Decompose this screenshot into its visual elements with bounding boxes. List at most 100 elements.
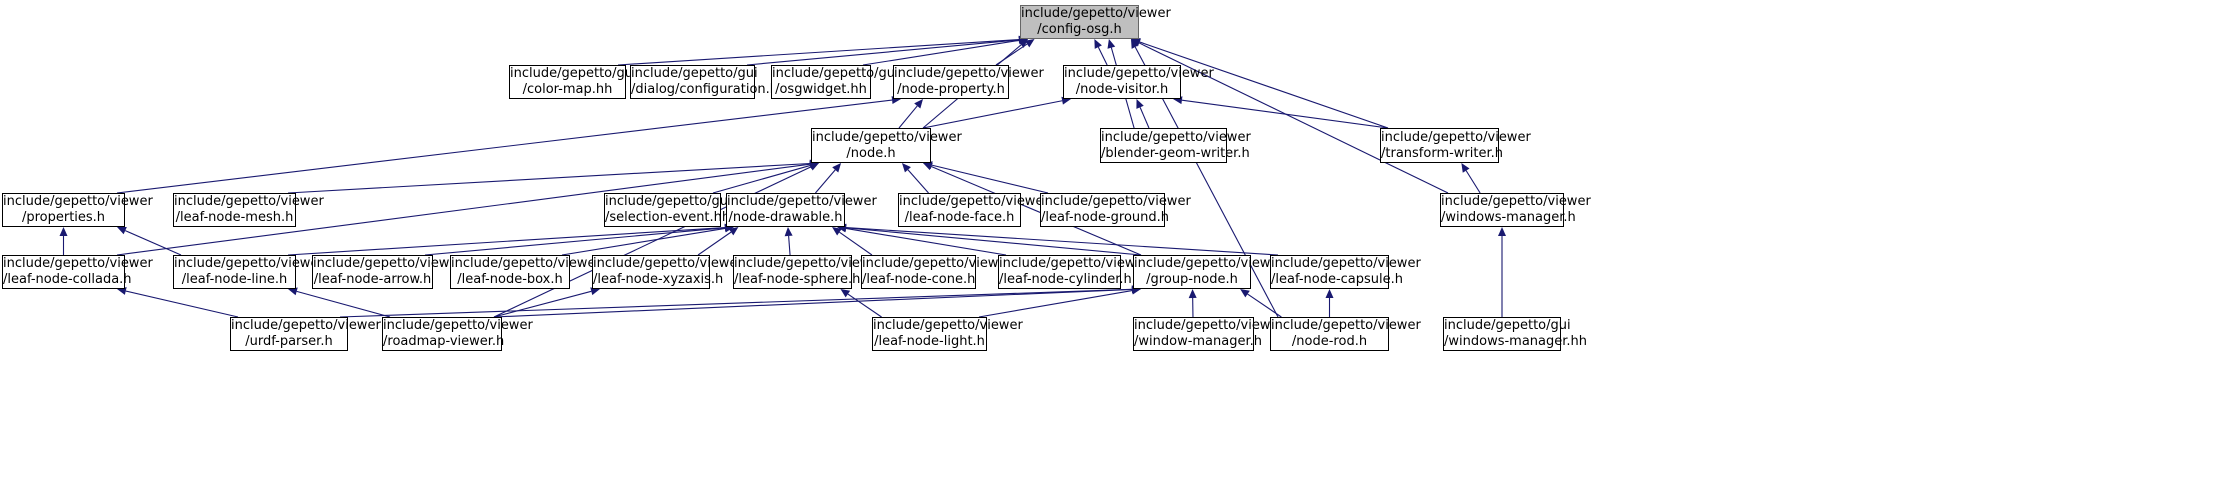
node-winmanager[interactable]: include/gepetto/viewer/windows-manager.h [1440, 193, 1591, 227]
node-label-line: include/gepetto/viewer [1271, 256, 1421, 271]
node-label-line: include/gepetto/viewer [1134, 256, 1284, 271]
edge-noderod-to-lncapsule [1325, 289, 1334, 317]
edge-lnground-to-node [923, 161, 1049, 194]
node-label-line: include/gepetto/gui [605, 194, 732, 209]
node-label-line: include/gepetto/viewer [899, 194, 1049, 209]
edge-lnxyz-to-drawable [697, 227, 739, 256]
node-label-line: include/gepetto/viewer [873, 318, 1023, 333]
node-noderod[interactable]: include/gepetto/viewer/node-rod.h [1270, 317, 1421, 351]
node-lncapsule[interactable]: include/gepetto/viewer/leaf-node-capsule… [1270, 255, 1421, 289]
node-label-line: include/gepetto/viewer [593, 256, 743, 271]
node-config: include/gepetto/viewer/config-osg.h [1020, 5, 1171, 39]
node-groupnode[interactable]: include/gepetto/viewer/group-node.h [1133, 255, 1284, 289]
node-label-line: include/gepetto/viewer [1041, 194, 1191, 209]
node-label-line: include/gepetto/viewer [383, 318, 533, 333]
node-label-line: /node-rod.h [1291, 334, 1368, 349]
node-label-line: include/gepetto/viewer [999, 256, 1149, 271]
node-label-line: include/gepetto/viewer [812, 129, 962, 145]
node-label-line: /leaf-node-light.h [874, 334, 985, 349]
node-guiwinmgr[interactable]: include/gepetto/gui/windows-manager.hh [1443, 317, 1587, 351]
node-roadmap[interactable]: include/gepetto/viewer/roadmap-viewer.h [382, 317, 533, 351]
edge-winmanager-to-config [1131, 39, 1449, 194]
node-label-line: /node.h [846, 145, 896, 161]
node-label-line: /urdf-parser.h [245, 334, 333, 349]
node-properties[interactable]: include/gepetto/viewer/properties.h [2, 193, 153, 227]
node-blender[interactable]: include/gepetto/viewer/blender-geom-writ… [1100, 128, 1251, 163]
node-node[interactable]: include/gepetto/viewer/node.h [811, 128, 962, 163]
node-label-line: include/gepetto/viewer [727, 194, 877, 209]
edge-urdf-to-lncollada [117, 287, 239, 318]
edge-lncapsule-to-drawable [837, 223, 1279, 256]
node-label-line: include/gepetto/viewer [313, 256, 463, 271]
edge-roadmap-to-lnxyz [493, 287, 600, 318]
node-label-line: include/gepetto/gui [510, 66, 637, 81]
edge-nodevisitor-to-config [1094, 39, 1108, 66]
node-drawable[interactable]: include/gepetto/viewer/node-drawable.h [726, 193, 877, 227]
node-label-line: /leaf-node-sphere.h [734, 272, 861, 287]
node-lnxyz[interactable]: include/gepetto/viewer/leaf-node-xyzaxis… [592, 255, 743, 289]
edge-wmanager-to-groupnode [1188, 289, 1197, 318]
edge-guiwinmgr-to-winmanager [1498, 227, 1506, 317]
edge-roadmap-to-node [493, 163, 819, 318]
node-label-line: include/gepetto/viewer [1271, 318, 1421, 333]
node-label-line: /osgwidget.hh [775, 82, 867, 97]
node-label-line: /color-map.hh [522, 82, 613, 97]
node-urdf[interactable]: include/gepetto/viewer/urdf-parser.h [230, 317, 381, 351]
node-label-line: /leaf-node-cone.h [862, 272, 976, 287]
node-label-line: include/gepetto/viewer [1064, 66, 1214, 81]
node-colormap[interactable]: include/gepetto/gui/color-map.hh [509, 65, 637, 99]
node-label-line: /leaf-node-cylinder.h [999, 272, 1132, 287]
node-label-line: include/gepetto/viewer [1101, 129, 1251, 145]
node-label-line: include/gepetto/viewer [231, 318, 381, 333]
node-label-line: /leaf-node-line.h [181, 272, 288, 287]
node-label-line: /dialog/configuration.hh [631, 82, 787, 97]
node-label-line: include/gepetto/viewer [1441, 194, 1591, 209]
node-label-line: /leaf-node-ground.h [1041, 210, 1170, 225]
edge-groupnode-to-node [923, 162, 1142, 256]
node-lnlight[interactable]: include/gepetto/viewer/leaf-node-light.h [872, 317, 1023, 351]
node-label-line: include/gepetto/viewer [894, 66, 1044, 81]
node-lncylinder[interactable]: include/gepetto/viewer/leaf-node-cylinde… [998, 255, 1149, 289]
edge-colormap-to-config [617, 35, 1028, 66]
edge-lncollada-to-properties [59, 227, 68, 255]
node-label-line: /leaf-node-box.h [457, 272, 563, 287]
node-label-line: /leaf-node-face.h [904, 210, 1015, 225]
node-lnmesh[interactable]: include/gepetto/viewer/leaf-node-mesh.h [173, 193, 324, 227]
node-label-line: include/gepetto/viewer [1021, 6, 1171, 21]
node-nodeproperty[interactable]: include/gepetto/viewer/node-property.h [893, 65, 1044, 99]
node-lnsphere[interactable]: include/gepetto/viewer/leaf-node-sphere.… [733, 255, 884, 289]
node-lnbox[interactable]: include/gepetto/viewer/leaf-node-box.h [450, 255, 601, 289]
edge-lnline-to-drawable [287, 223, 734, 256]
edge-lnarrow-to-drawable [424, 223, 734, 256]
node-lnline[interactable]: include/gepetto/viewer/leaf-node-line.h [173, 255, 324, 289]
node-label-line: /leaf-node-mesh.h [175, 210, 294, 225]
node-label-line: /leaf-node-collada.h [3, 272, 132, 287]
node-label-line: include/gepetto/viewer [174, 256, 324, 271]
node-lnface[interactable]: include/gepetto/viewer/leaf-node-face.h [898, 193, 1049, 227]
node-label-line: /group-node.h [1146, 272, 1238, 287]
edge-blender-to-nodevisitor [1136, 99, 1150, 129]
node-label-line: /node-property.h [897, 82, 1005, 97]
node-label-line: /node-visitor.h [1075, 82, 1169, 97]
node-selection[interactable]: include/gepetto/gui/selection-event.hh [604, 193, 732, 227]
node-nodevisitor[interactable]: include/gepetto/viewer/node-visitor.h [1063, 65, 1214, 99]
edge-lnline-to-properties [117, 226, 182, 256]
node-label-line: include/gepetto/viewer [174, 194, 324, 209]
node-label-line: /config-osg.h [1037, 22, 1122, 37]
node-lncone[interactable]: include/gepetto/viewer/leaf-node-cone.h [861, 255, 1012, 289]
node-wmanager[interactable]: include/gepetto/viewer/window-manager.h [1133, 317, 1284, 351]
edge-lnsphere-to-drawable [784, 227, 793, 256]
edge-lncone-to-drawable [832, 227, 873, 256]
node-label-line: /blender-geom-writer.h [1101, 145, 1250, 161]
node-lnarrow[interactable]: include/gepetto/viewer/leaf-node-arrow.h [312, 255, 463, 289]
node-label-line: include/gepetto/gui [772, 66, 899, 81]
node-label-line: include/gepetto/viewer [3, 256, 153, 271]
node-label-line: /transform-writer.h [1381, 145, 1504, 161]
node-lncollada[interactable]: include/gepetto/viewer/leaf-node-collada… [2, 255, 153, 289]
edge-urdf-to-groupnode [339, 285, 1141, 318]
node-dialogconf[interactable]: include/gepetto/gui/dialog/configuration… [630, 65, 787, 99]
node-osgwidget[interactable]: include/gepetto/gui/osgwidget.hh [771, 65, 899, 99]
edge-roadmap-to-lnline [288, 287, 391, 318]
node-lnground[interactable]: include/gepetto/viewer/leaf-node-ground.… [1040, 193, 1191, 227]
node-transform[interactable]: include/gepetto/viewer/transform-writer.… [1380, 128, 1531, 163]
